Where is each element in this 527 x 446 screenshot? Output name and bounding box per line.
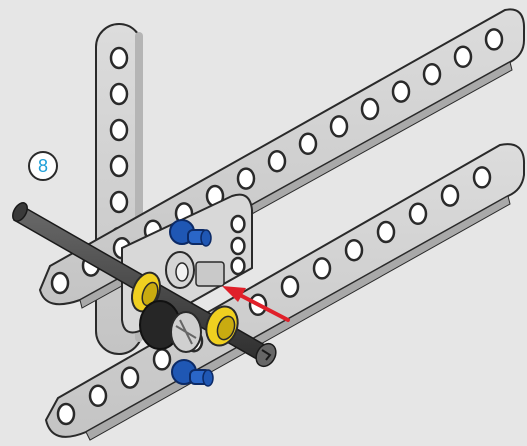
beam-hole [314, 258, 330, 278]
beam-hole [238, 169, 254, 189]
beam-hole [486, 29, 502, 49]
beam-hole [122, 368, 138, 388]
beam-hole [111, 120, 127, 140]
beam-hole [111, 156, 127, 176]
beam-hole [269, 151, 285, 171]
beam-hole [154, 349, 170, 369]
beam-hole [90, 386, 106, 406]
beam-hole [424, 64, 440, 84]
beam-hole [111, 84, 127, 104]
beam-hole [58, 404, 74, 424]
frame-hole [232, 258, 245, 274]
beam-hole [474, 167, 490, 187]
frame-hole [232, 216, 245, 232]
beam-hole [111, 192, 127, 212]
beam-hole [455, 47, 471, 67]
beam-hole [300, 134, 316, 154]
beam-hole [393, 82, 409, 102]
beam-hole [331, 116, 347, 136]
beam-hole [378, 222, 394, 242]
beam-hole [346, 240, 362, 260]
frame-hole [232, 238, 245, 254]
beam-hole [410, 204, 426, 224]
step-number: 8 [38, 157, 48, 175]
beam-hole [52, 273, 68, 293]
beam-hole [111, 48, 127, 68]
beam-hole [442, 186, 458, 206]
beam-hole [282, 277, 298, 297]
step-badge: 8 [28, 151, 58, 181]
beam-hole [362, 99, 378, 119]
